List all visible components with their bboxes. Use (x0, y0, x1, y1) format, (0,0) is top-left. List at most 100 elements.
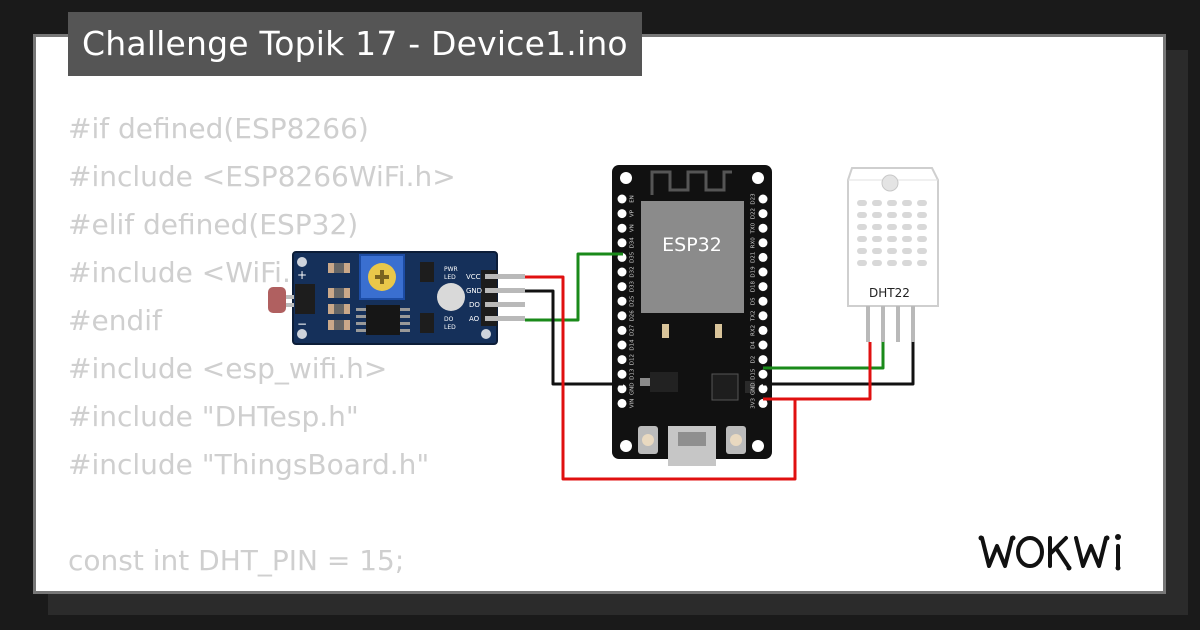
code-line: #include <ESP8266WiFi.h> (68, 160, 456, 193)
esp32-pin-label: D26 (630, 310, 636, 322)
esp32-label: ESP32 (662, 234, 722, 256)
esp32-pin-d12[interactable] (617, 355, 627, 365)
esp32-pin-label: RX0 (751, 237, 757, 249)
code-line: #include <esp_wifi.h> (68, 352, 388, 385)
esp32-pin-label: D2 (751, 356, 757, 364)
code-line: #include "ThingsBoard.h" (68, 448, 430, 481)
dht22-vent (857, 236, 867, 242)
esp32-pin-label: RX2 (751, 325, 757, 336)
esp32-pin-gnd[interactable] (758, 384, 768, 394)
esp32-pin-d5[interactable] (758, 296, 768, 306)
esp32-pin-label: D4 (751, 341, 757, 349)
esp32-pin-label: D35 (630, 251, 636, 263)
esp32-pin-en[interactable] (617, 194, 627, 204)
esp32-pin-d25[interactable] (617, 296, 627, 306)
dht22-vent (887, 248, 897, 254)
photoresistor (268, 287, 286, 313)
minus-label: − (297, 317, 307, 331)
project-title: Challenge Topik 17 - Device1.ino (68, 12, 642, 76)
esp32-pin-d2[interactable] (758, 355, 768, 365)
dht22-vent (857, 200, 867, 206)
dht22-vent (857, 212, 867, 218)
esp32-pin-d21[interactable] (758, 252, 768, 262)
wires[interactable] (525, 252, 915, 481)
esp32-pin-d23[interactable] (758, 194, 768, 204)
esp32-pin-label: VIN (630, 399, 636, 409)
dht22-vent (887, 212, 897, 218)
dht22-vent (887, 224, 897, 230)
esp32-pin-d26[interactable] (617, 311, 627, 321)
esp32-pin-label: D14 (630, 339, 636, 351)
dht22-vent (902, 212, 912, 218)
esp32-pin-label: D5 (751, 297, 757, 305)
wire-ldr-ao-to-d34 (525, 252, 623, 322)
dht22-vent (872, 248, 882, 254)
wokwi-logo (978, 534, 1121, 571)
esp32-pin-d18[interactable] (758, 282, 768, 292)
esp32-pin-label: D18 (751, 280, 757, 292)
esp32-pin-rx2[interactable] (758, 325, 768, 335)
wire-dht-gnd-to-gnd (763, 342, 915, 386)
esp32-pin-d32[interactable] (617, 267, 627, 277)
esp32-pin-d14[interactable] (617, 340, 627, 350)
esp32-pin-vn[interactable] (617, 223, 627, 233)
dht22-vent (917, 236, 927, 242)
esp32-pin-d15[interactable] (758, 369, 768, 379)
esp32-pin-label: D27 (630, 324, 636, 336)
dht22-vent (902, 260, 912, 266)
esp32-pin-label: D34 (630, 237, 636, 249)
dht22-vent (872, 224, 882, 230)
wire-ldr-vcc-to-3v3 (525, 275, 797, 481)
esp32-pin-d27[interactable] (617, 325, 627, 335)
esp32-pin-label: D33 (630, 280, 636, 292)
esp32-pin-3v3[interactable] (758, 398, 768, 408)
esp32-pin-d34[interactable] (617, 238, 627, 248)
esp32-pin-label: D21 (751, 252, 757, 263)
esp32-pin-tx0[interactable] (758, 223, 768, 233)
esp32-module (641, 201, 744, 313)
esp32-pin-vin[interactable] (617, 398, 627, 408)
code-preview: #if defined(ESP8266) #include <ESP8266WiF… (68, 105, 456, 591)
esp32-pin-d22[interactable] (758, 209, 768, 219)
dht22-vent (902, 248, 912, 254)
do-led-label-1: DO (444, 316, 454, 323)
esp32-pin-tx2[interactable] (758, 311, 768, 321)
code-line: #if defined(ESP8266) (68, 112, 369, 145)
dht22-label: DHT22 (869, 286, 910, 300)
esp32-pin-label: GND (630, 382, 636, 395)
dht22-vent (872, 212, 882, 218)
code-line: #include "DHTesp.h" (68, 400, 359, 433)
pin-label-gnd: GND (466, 287, 482, 295)
esp32-pin-label: D12 (630, 354, 636, 365)
dht22-vent (872, 200, 882, 206)
esp32-pin-vp[interactable] (617, 209, 627, 219)
esp32-pin-label: TX0 (751, 222, 757, 234)
dht22-vent (887, 200, 897, 206)
dht22-vent (917, 260, 927, 266)
esp32-pin-gnd[interactable] (617, 384, 627, 394)
dht22-vent (872, 236, 882, 242)
esp32-pin-label: TX2 (751, 310, 757, 322)
esp32-pin-d33[interactable] (617, 282, 627, 292)
do-led-label-2: LED (444, 324, 456, 331)
esp32-pin-label: D23 (751, 193, 757, 205)
esp32-pin-label: D13 (630, 368, 636, 380)
dht22-vent (917, 200, 927, 206)
esp32-pin-d4[interactable] (758, 340, 768, 350)
dht22-vent (917, 212, 927, 218)
dht22-vent (902, 200, 912, 206)
dht22-vent (887, 260, 897, 266)
dht22-vent (902, 224, 912, 230)
dht22-sensor[interactable]: DHT22 (847, 167, 939, 342)
dht22-vent (902, 236, 912, 242)
code-line: #elif defined(ESP32) (68, 208, 359, 241)
esp32-pin-d19[interactable] (758, 267, 768, 277)
esp32-devkit[interactable]: ESP32 ENVPVND34D35D32D33D25D26D27D14D12D… (612, 165, 772, 466)
dht22-vent (857, 224, 867, 230)
plus-label: + (297, 268, 307, 282)
esp32-pin-rx0[interactable] (758, 238, 768, 248)
ldr-sensor-module[interactable]: + − PWR LED DO LED VCC GND DO AO (268, 251, 525, 345)
esp32-pin-label: GND (751, 382, 757, 395)
esp32-pin-d13[interactable] (617, 369, 627, 379)
